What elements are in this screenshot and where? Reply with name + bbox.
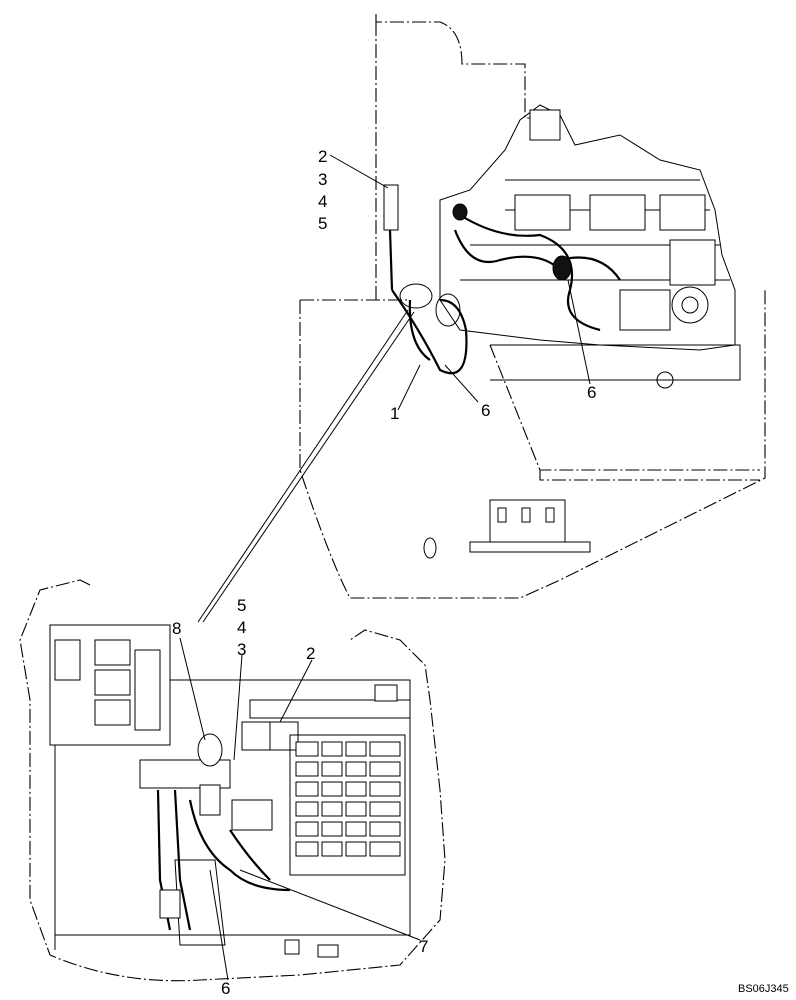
callout-bottom-5: 5	[237, 596, 246, 615]
engine-assembly	[423, 104, 741, 559]
callout-top-5: 5	[318, 214, 327, 233]
engine-frame-outline	[299, 14, 766, 599]
callout-bottom-8: 8	[172, 619, 181, 638]
upper-leader-lines	[329, 154, 591, 411]
detail-view-outline	[19, 579, 446, 982]
upper-harness	[383, 184, 468, 375]
callout-top-6b: 6	[587, 383, 596, 402]
lower-harness	[139, 733, 291, 946]
lower-leader-lines	[179, 637, 421, 981]
callout-top-1: 1	[390, 404, 399, 423]
callout-bottom-4: 4	[237, 618, 246, 637]
callout-bottom-7: 7	[419, 937, 428, 956]
drawing-code: BS06J345	[738, 983, 789, 995]
detail-link-lines	[197, 309, 415, 623]
callout-bottom-6: 6	[221, 979, 230, 998]
callout-top-6a: 6	[481, 401, 490, 420]
callout-bottom-2: 2	[306, 644, 315, 663]
callout-top-2: 2	[318, 147, 327, 166]
callout-top-3: 3	[318, 170, 327, 189]
callout-top-4: 4	[318, 192, 327, 211]
callout-bottom-3: 3	[237, 640, 246, 659]
fuse-relay-panel	[49, 624, 411, 958]
